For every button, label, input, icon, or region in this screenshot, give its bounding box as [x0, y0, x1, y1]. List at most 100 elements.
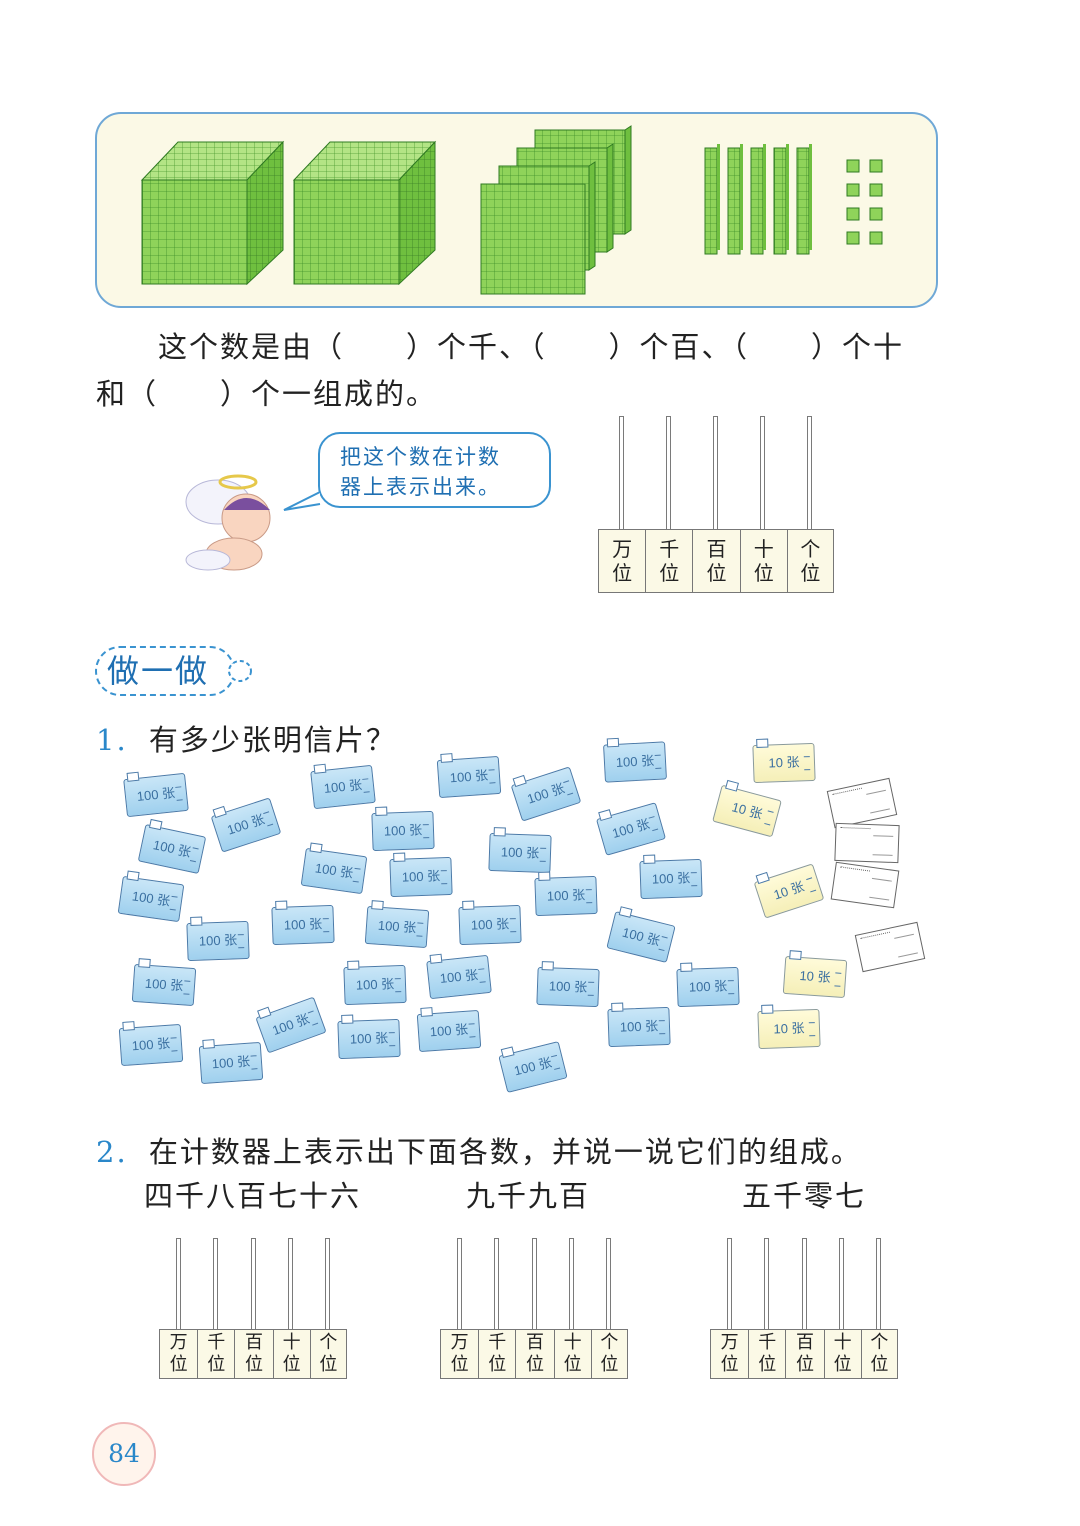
abacus-rod [727, 1238, 732, 1330]
card-100: 100 张 [123, 772, 189, 818]
card-100: 100 张 [300, 847, 368, 895]
ten-rod-icon [750, 144, 766, 255]
speech-line1: 把这个数在计数 [340, 445, 501, 469]
postcard-single [834, 822, 900, 864]
card-100: 100 张 [337, 1018, 401, 1060]
abacus-rod [494, 1238, 499, 1330]
base-ten-blocks-panel [95, 112, 938, 308]
place-label-qian: 千位 [479, 1330, 517, 1378]
angel-mascot-icon [185, 474, 271, 571]
card-100: 100 张 [488, 832, 552, 874]
place-label-qian: 千位 [749, 1330, 787, 1378]
place-label-qian: 千位 [198, 1330, 236, 1378]
place-label-ge: 个位 [870, 1332, 889, 1375]
card-100: 100 张 [498, 1041, 568, 1093]
speech-line2: 器上表示出来。 [340, 475, 501, 499]
postcard-single [830, 861, 900, 909]
place-label-qian: 千位 [646, 530, 694, 592]
card-100: 100 张 [131, 963, 197, 1007]
card-100: 100 张 [534, 875, 598, 917]
place-label-bai: 百位 [693, 530, 741, 592]
abacus-rod [876, 1238, 881, 1330]
card-100: 100 张 [364, 905, 430, 949]
speech-tail-icon [283, 491, 321, 511]
card-100: 100 张 [186, 920, 250, 962]
card-100: 100 张 [255, 996, 327, 1054]
hundred-flat-icon [480, 183, 586, 295]
abacus-rod [213, 1238, 218, 1330]
place-label-shi: 十位 [825, 1330, 862, 1378]
abacus-rod [802, 1238, 807, 1330]
place-label-bai: 百位 [786, 1330, 825, 1378]
abacus-base: 万位 千位 百位 十位 个位 [159, 1329, 347, 1379]
card-100: 100 张 [118, 1023, 184, 1067]
abacus-rod [839, 1238, 844, 1330]
place-label-bai: 百位 [516, 1330, 555, 1378]
place-label-wan: 万位 [441, 1330, 480, 1378]
base-ten-blocks-illustration [140, 125, 883, 295]
abacus-rod [764, 1238, 769, 1330]
thousand-cube-icon [140, 140, 285, 286]
abacus-base: 万位 千位 百位 十位 个位 [598, 529, 834, 593]
card-10: 10 张 [757, 1008, 821, 1050]
number-word-1: 四千八百七十六 [144, 1179, 362, 1213]
card-100: 100 张 [198, 1041, 264, 1085]
card-100: 100 张 [371, 810, 435, 852]
question-2-number: 2. [96, 1135, 128, 1169]
card-10: 10 张 [712, 784, 782, 838]
abacus-rod [569, 1238, 574, 1330]
ten-rod-icon [796, 144, 812, 255]
abacus-rod [606, 1238, 611, 1330]
card-100: 100 张 [389, 856, 453, 898]
card-100: 100 张 [603, 741, 667, 783]
abacus-rod [176, 1238, 181, 1330]
abacus-2: 万位 千位 百位 十位 个位 [440, 1238, 628, 1380]
card-10: 10 张 [782, 955, 848, 999]
abacus-main: 万位 千位 百位 十位 个位 [598, 416, 834, 594]
tag-tail-icon [228, 660, 252, 682]
card-10: 10 张 [753, 863, 825, 919]
abacus-rod [325, 1238, 330, 1330]
ten-rod-icon [727, 144, 743, 255]
number-word-3: 五千零七 [742, 1179, 867, 1213]
card-100: 100 张 [676, 966, 740, 1008]
card-100: 100 张 [117, 875, 185, 923]
card-100: 100 张 [426, 954, 492, 1000]
question-1-text: 有多少张明信片？ [148, 723, 397, 757]
speech-bubble: 把这个数在计数 器上表示出来。 [318, 432, 551, 508]
abacus-base: 万位 千位 百位 十位 个位 [440, 1329, 628, 1379]
card-100: 100 张 [639, 858, 703, 900]
card-100: 100 张 [416, 1009, 482, 1053]
card-100: 100 张 [606, 911, 676, 963]
page-number: 84 [92, 1422, 156, 1486]
ten-rod-icon [704, 144, 720, 255]
question-1-number: 1. [96, 723, 128, 757]
place-label-wan: 万位 [711, 1330, 750, 1378]
ten-rod-icon [773, 144, 789, 255]
card-100: 100 张 [595, 802, 667, 856]
place-label-wan: 万位 [160, 1330, 199, 1378]
postcard-single [854, 921, 926, 973]
intro-sentence-line1: 这个数是由（ ）个千、（ ）个百、（ ）个十 [158, 330, 905, 364]
abacus-rod [251, 1238, 256, 1330]
number-word-2: 九千九百 [466, 1179, 591, 1213]
card-100: 100 张 [343, 964, 407, 1006]
card-100: 100 张 [310, 764, 376, 810]
card-100: 100 张 [210, 797, 282, 853]
place-label-ge: 个位 [600, 1332, 619, 1375]
place-label-shi: 十位 [555, 1330, 592, 1378]
card-100: 100 张 [271, 904, 335, 946]
abacus-rod [457, 1238, 462, 1330]
place-label-bai: 百位 [235, 1330, 274, 1378]
place-label-ge: 个位 [800, 537, 821, 585]
abacus-rod [288, 1238, 293, 1330]
place-label-ge: 个位 [319, 1332, 338, 1375]
card-100: 100 张 [607, 1006, 671, 1048]
place-label-wan: 万位 [599, 530, 647, 592]
question-2: 2. 在计数器上表示出下面各数，并说一说它们的组成。 [96, 1138, 862, 1167]
intro-sentence-line2: 和（ ）个一组成的。 [96, 377, 438, 411]
card-10: 10 张 [752, 742, 816, 784]
postcard-single [826, 777, 898, 829]
card-100: 100 张 [536, 966, 600, 1008]
abacus-rod [532, 1238, 537, 1330]
